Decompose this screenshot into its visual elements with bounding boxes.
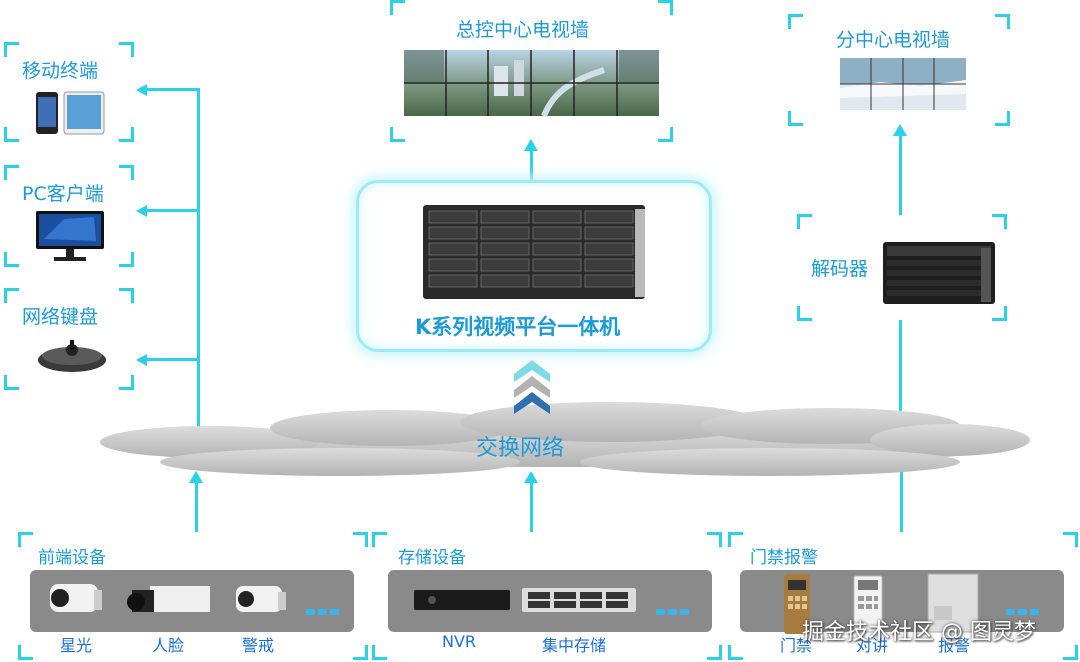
door-access-icon	[784, 574, 810, 634]
sub-wall-screens-icon	[840, 58, 966, 110]
more-dots-icon	[1006, 600, 1042, 619]
alarm-panel-icon	[927, 573, 979, 633]
k-series-platform-box: K系列视频平台一体机	[356, 180, 712, 352]
network-keyboard-label: 网络键盘	[22, 306, 99, 328]
arrow-storage-up	[524, 471, 538, 483]
network-to-decoder-line	[899, 320, 902, 415]
warning-camera-icon	[236, 586, 286, 612]
decoder-device-icon	[883, 242, 995, 304]
front-to-network-line	[195, 482, 198, 532]
keyboard-icon	[38, 340, 106, 372]
arrow-to-sub-wall	[893, 124, 907, 136]
sub-wall-label: 分中心电视墙	[836, 29, 951, 51]
storage-group-title: 存储设备	[398, 548, 466, 568]
mobile-terminal-label: 移动终端	[22, 60, 99, 82]
front-item-starlight: 星光	[60, 636, 93, 655]
more-dots-icon	[656, 600, 692, 619]
left-trunk-line	[197, 88, 200, 434]
platform-to-wall-line	[530, 150, 533, 182]
front-item-face: 人脸	[152, 636, 185, 655]
chevron-up-icon	[514, 360, 550, 414]
decoder-frame: 解码器	[797, 214, 1007, 321]
pc-client-label: PC客户端	[22, 183, 104, 205]
arrow-to-pc	[136, 205, 147, 217]
main-wall-label: 总控中心电视墙	[456, 19, 590, 41]
main-control-tv-wall-frame: 总控中心电视墙	[390, 0, 673, 142]
network-label: 交换网络	[476, 436, 565, 461]
network-keyboard-frame: 网络键盘	[4, 288, 134, 390]
storage-item-nvr: NVR	[442, 632, 477, 651]
face-camera-icon	[127, 586, 210, 612]
storage-to-network-line	[530, 482, 533, 532]
front-group-title: 前端设备	[38, 548, 106, 568]
keyboard-connector	[147, 358, 199, 361]
arrow-to-keyboard	[136, 354, 147, 366]
access-item-intercom: 对讲	[856, 636, 889, 655]
mobile-devices-icon	[36, 91, 105, 135]
arrow-to-main-wall	[524, 139, 538, 151]
nvr-device-icon	[414, 590, 510, 610]
storage-devices-frame: 存储设备 NVR 集中存储	[372, 532, 722, 660]
tv-wall-screens-icon	[404, 50, 659, 116]
access-item-alarm: 报警	[938, 636, 971, 655]
monitor-icon	[36, 211, 104, 261]
pc-client-frame: PC客户端	[4, 165, 134, 267]
front-item-warning: 警戒	[242, 636, 275, 655]
storage-item-central: 集中存储	[542, 636, 607, 655]
central-storage-icon	[522, 588, 636, 612]
access-alarm-frame: 门禁报警 门禁 对讲 报警	[728, 532, 1078, 660]
access-to-network-line	[900, 470, 903, 532]
network-cloud	[100, 402, 1030, 476]
more-dots-icon	[306, 600, 342, 619]
mobile-terminal-frame: 移动终端	[4, 42, 134, 142]
pc-connector	[147, 209, 199, 212]
access-item-door: 门禁	[780, 636, 813, 655]
server-rack-icon	[423, 205, 645, 299]
arrow-to-mobile	[136, 84, 147, 96]
decoder-to-subwall-line	[899, 135, 902, 215]
access-group-title: 门禁报警	[750, 548, 818, 568]
decoder-label: 解码器	[811, 258, 869, 280]
watermark-text: 掘金技术社区 @ 图灵梦	[802, 620, 1036, 645]
intercom-icon	[853, 575, 883, 633]
mobile-connector	[147, 88, 199, 91]
arrow-front-up	[189, 471, 203, 483]
starlight-camera-icon	[50, 584, 102, 612]
front-end-devices-frame: 前端设备 星光 人脸 警戒	[18, 532, 368, 660]
sub-center-tv-wall-frame: 分中心电视墙	[788, 14, 1010, 126]
platform-title: K系列视频平台一体机	[415, 315, 621, 339]
